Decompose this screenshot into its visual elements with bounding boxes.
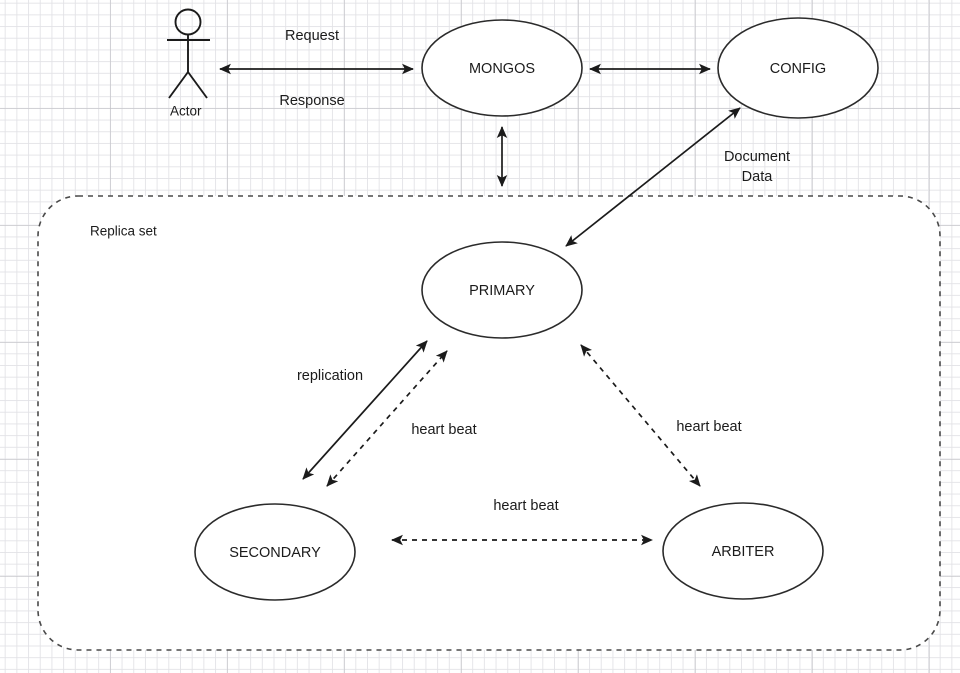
node-arbiter-ellipse[interactable] <box>662 502 824 600</box>
node-config-ellipse[interactable] <box>717 17 879 119</box>
edge-label-replication: replication <box>297 368 363 384</box>
node-mongos[interactable]: MONGOS <box>421 19 583 117</box>
node-arbiter-label: ARBITER <box>712 544 775 560</box>
edge-label-response: Response <box>279 93 344 109</box>
actor-head-icon <box>174 8 202 36</box>
edge-label-heartbeat-right: heart beat <box>676 419 741 435</box>
edge-config-primary-line[interactable] <box>565 107 741 247</box>
actor-figure[interactable]: Actor <box>167 8 210 119</box>
edge-label-heartbeat-left: heart beat <box>411 422 476 438</box>
edge-label-document: Document <box>724 149 790 165</box>
node-primary-label: PRIMARY <box>469 283 535 299</box>
node-mongos-label: MONGOS <box>469 61 535 77</box>
node-secondary-label: SECONDARY <box>229 545 321 561</box>
edge-actor-mongos[interactable]: Request Response <box>219 28 414 109</box>
edge-label-data: Data <box>742 169 774 185</box>
node-secondary[interactable]: SECONDARY <box>194 503 356 601</box>
edge-secondary-primary-heartbeat[interactable]: heart beat <box>326 350 477 487</box>
actor-label: Actor <box>170 104 202 119</box>
node-primary[interactable]: PRIMARY <box>421 241 583 339</box>
replica-set-label: Replica set <box>90 224 157 239</box>
node-arbiter[interactable]: ARBITER <box>662 502 824 600</box>
node-config-label: CONFIG <box>770 61 826 77</box>
node-secondary-ellipse[interactable] <box>194 503 356 601</box>
edge-heartbeat-right-line[interactable] <box>580 344 701 487</box>
edge-label-request: Request <box>285 28 339 44</box>
actor-right-leg-line <box>187 71 208 99</box>
node-primary-ellipse[interactable] <box>421 241 583 339</box>
node-config[interactable]: CONFIG <box>717 17 879 119</box>
edge-arbiter-primary-heartbeat[interactable]: heart beat <box>580 344 742 487</box>
actor-left-leg-line <box>168 71 189 99</box>
edge-label-heartbeat-bottom: heart beat <box>493 498 558 514</box>
edge-heartbeat-left-line[interactable] <box>326 350 448 487</box>
node-mongos-ellipse[interactable] <box>421 19 583 117</box>
edge-secondary-arbiter-heartbeat[interactable]: heart beat <box>391 498 653 546</box>
edge-config-primary[interactable]: Document Data <box>565 107 790 247</box>
